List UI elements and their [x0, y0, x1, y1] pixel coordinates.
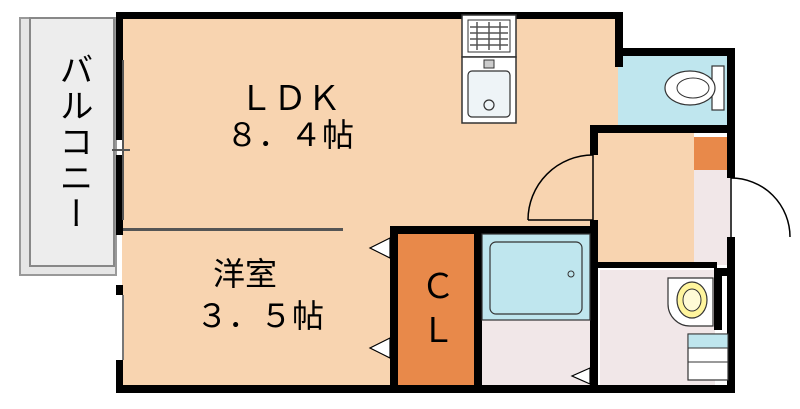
ldk-lower-floor — [122, 125, 597, 232]
closet-label-c: Ｃ — [421, 267, 455, 307]
ldk-size: ８．４帖 — [225, 116, 354, 154]
western-room-floor — [122, 232, 390, 385]
balcony — [19, 17, 117, 276]
washer-icon — [687, 333, 729, 381]
balcony-label: バルコニー — [53, 52, 93, 232]
door-swing-entrance — [730, 177, 791, 238]
washbasin-icon — [667, 277, 714, 327]
hall-floor — [597, 133, 694, 265]
western-room-size: ３．５帖 — [195, 297, 324, 335]
entrance-floor — [694, 170, 730, 265]
balcony-window — [112, 60, 130, 220]
door-swing-ldk — [527, 154, 594, 221]
closet-floor — [398, 232, 474, 385]
closet-label-l: Ｌ — [421, 311, 455, 351]
closet-door-marks — [368, 237, 591, 385]
stove-icon — [461, 14, 517, 58]
bathtub-icon — [481, 233, 591, 321]
entrance-step — [694, 137, 730, 170]
kitchen-sink-icon — [461, 56, 517, 124]
walls — [116, 12, 735, 393]
toilet-icon — [664, 65, 725, 111]
ldk-name: ＬＤＫ — [239, 79, 341, 119]
western-room-name: 洋室 — [212, 255, 277, 293]
